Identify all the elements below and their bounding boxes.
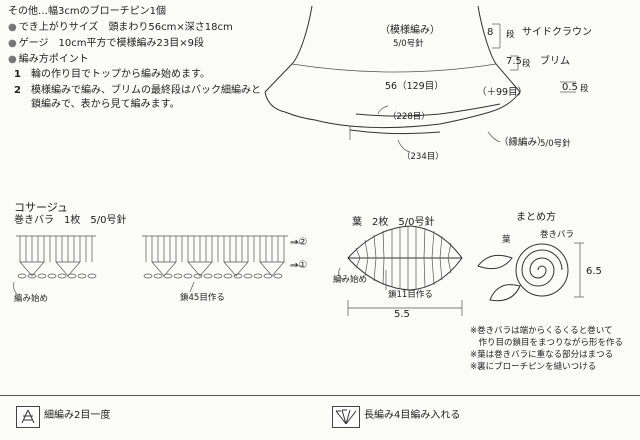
finished-size: ●でき上がりサイズ 頭まわり56cm×深さ18cm [8,22,233,34]
edging-needle: 5/0号針 [540,139,571,149]
sc2tog-symbol-icon [16,406,40,428]
hat-needle: 5/0号針 [393,39,424,49]
hat-circumference: 56（129目） [385,81,444,92]
corsage-title: コサージュ [14,201,69,214]
assembly-size: 6.5 [586,266,602,277]
legend-divider [0,395,640,396]
step-2-cont: 鎖編みで、表から見て編みます。 [31,99,180,110]
side-crown-label: サイドクラウン [522,27,592,38]
rose-start: 編み始め [14,294,49,304]
stitches-228: （228目） [388,112,430,122]
brim-rows: 7.5 [506,56,522,67]
brim-unit: 段 [522,59,531,69]
crown-unit: 段 [506,30,515,40]
rose-row-1: →① [290,260,308,271]
leaf-heading: 葉 2枚 5/0号針 [352,217,435,228]
crown-rows: 8 [487,27,494,38]
rose-row-2: →② [290,237,308,248]
stitches-234: （234目） [402,152,444,162]
assembly-rose: 巻きバラ [540,230,575,240]
assembly-leaf: 葉 [502,235,511,245]
hat-pattern-label: （模様編み） [380,25,440,36]
step-1: 1 輪の作り目でトップから編み始めます。 [14,69,210,80]
points-heading: ●編み方ポイント [8,54,89,65]
step-2: 2 模様編みで編み、ブリムの最終段はバック細編みと [14,85,261,96]
bullet-icon: ● [8,54,17,65]
leaf-width: 5.5 [394,309,410,320]
leaf-chain: 鎖11目作る [388,290,433,300]
size-label: でき上がりサイズ [18,22,99,33]
edge-unit: 段 [580,84,589,94]
rose-chain: 鎖45目作る [180,293,225,303]
dc4in1-symbol-icon [332,406,360,428]
hat-increase: （＋99目） [477,87,528,98]
leaf-start: 編み始め [333,275,368,285]
gauge-label: ゲージ [18,38,49,49]
legend-sc2tog: 細編み2目一度 [44,410,111,421]
gauge-value: 10cm平方で模様編み23目×9段 [58,38,204,49]
edging-label: （縁編み） [499,137,547,148]
bullet-icon: ● [8,22,17,33]
assembly-title: まとめ方 [516,212,556,223]
edge-rows: 0.5 [562,82,578,93]
bullet-icon: ● [8,38,17,49]
gauge: ●ゲージ 10cm平方で模様編み23目×9段 [8,38,204,50]
note-2: 作り目の鎖目をまつりながら形を作る [470,338,624,348]
rose-heading: 巻きバラ 1枚 5/0号針 [14,215,127,226]
brim-label: ブリム [540,56,570,67]
note-4: ※裏にブローチピンを縫いつける [470,362,597,372]
note-1: ※巻きバラは端からくるくると巻いて [470,326,613,336]
size-value: 頭まわり56cm×深さ18cm [108,22,233,33]
legend-dc4in1: 長編み4目編み入れる [364,410,461,421]
other-materials: その他…幅3cmのブローチピン1個 [8,6,166,17]
note-3: ※葉は巻きバラに重なる部分はまつる [470,350,614,360]
